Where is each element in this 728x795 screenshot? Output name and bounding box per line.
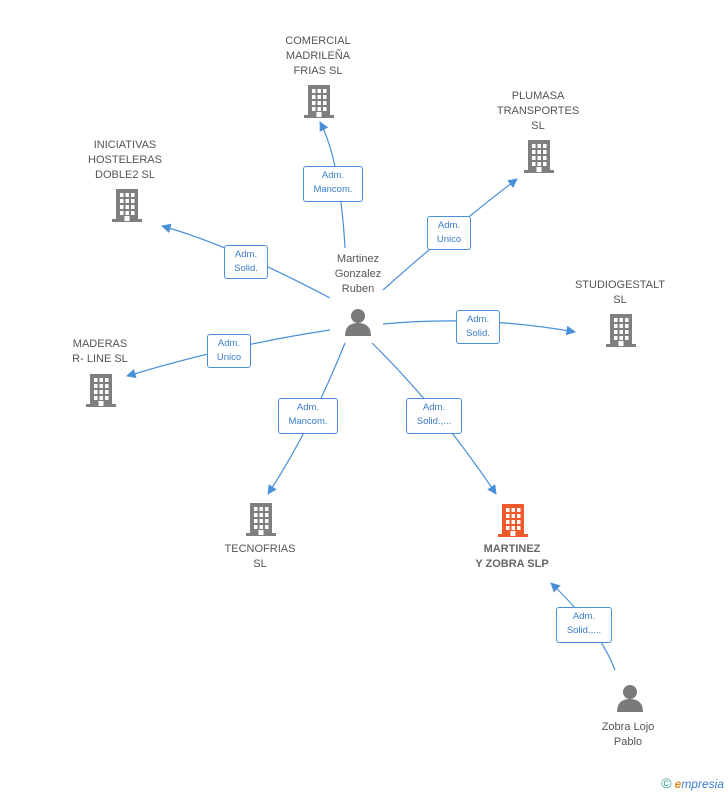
relation-label-mzobra[interactable]: Adm. Solid.,...	[556, 607, 612, 643]
footer-brand: ©empresia	[661, 775, 724, 791]
person-label-zobra[interactable]: Zobra Lojo Pablo	[601, 721, 655, 748]
relation-label-comercial[interactable]: Adm. Mancom.	[303, 166, 363, 202]
brand-name: mpresia	[681, 777, 724, 791]
relation-label-plumasa[interactable]: Adm. Unico	[427, 216, 471, 250]
company-label-maderas[interactable]: MADERAS R- LINE SL	[72, 338, 128, 365]
building-icon[interactable]	[604, 312, 638, 353]
relation-label-studio[interactable]: Adm. Solid.	[456, 310, 500, 344]
relation-label-mzobra[interactable]: Adm. Solid.,...	[406, 398, 462, 434]
company-label-studio[interactable]: STUDIOGESTALT SL	[574, 279, 666, 306]
person-icon[interactable]	[615, 683, 645, 718]
relation-label-tecnofrias[interactable]: Adm. Mancom.	[278, 398, 338, 434]
company-label-iniciativas[interactable]: INICIATIVAS HOSTELERAS DOBLE2 SL	[88, 139, 162, 181]
building-icon[interactable]	[496, 502, 530, 543]
building-icon[interactable]	[244, 501, 278, 542]
building-icon[interactable]	[110, 187, 144, 228]
building-icon[interactable]	[84, 372, 118, 413]
brand-e: e	[674, 777, 682, 791]
person-label-martinez[interactable]: Martinez Gonzalez Ruben	[334, 253, 382, 295]
company-label-tecnofrias[interactable]: TECNOFRIAS SL	[224, 543, 296, 570]
building-icon[interactable]	[302, 83, 336, 124]
building-icon[interactable]	[522, 138, 556, 179]
copyright-icon: ©	[661, 775, 672, 791]
company-label-plumasa[interactable]: PLUMASA TRANSPORTES SL	[496, 90, 580, 132]
company-label-mzobra[interactable]: MARTINEZ Y ZOBRA SLP	[475, 543, 549, 570]
relation-label-maderas[interactable]: Adm. Unico	[207, 334, 251, 368]
person-icon[interactable]	[343, 307, 373, 342]
relation-label-iniciativas[interactable]: Adm. Solid.	[224, 245, 268, 279]
company-label-comercial[interactable]: COMERCIAL MADRILEÑA FRIAS SL	[285, 35, 351, 77]
